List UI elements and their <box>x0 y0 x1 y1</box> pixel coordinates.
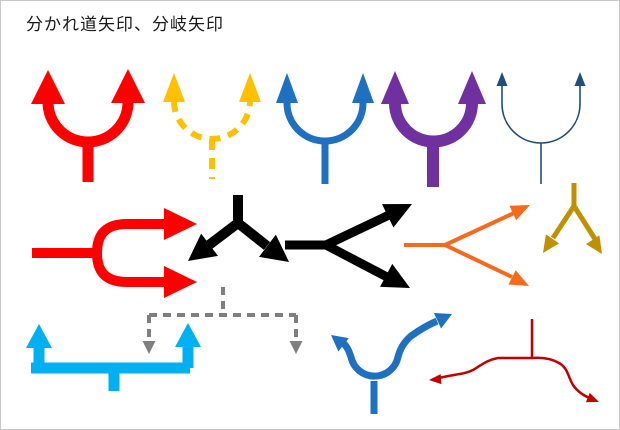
lower-branch <box>323 241 390 281</box>
arrowhead-up-icon <box>574 72 586 86</box>
upper-branch <box>324 210 391 250</box>
arrowhead-downright-icon <box>380 263 410 288</box>
arrowhead-up-icon <box>31 70 65 104</box>
fork-curve <box>501 85 581 144</box>
arrowhead-right-icon <box>164 208 197 240</box>
fork-curve <box>434 356 593 401</box>
arrowhead-up-icon <box>111 69 145 103</box>
arrowhead-downleft-icon <box>188 233 218 261</box>
left-branch <box>550 204 577 240</box>
arrowhead-downright-icon <box>508 270 529 286</box>
right-branch <box>234 219 271 250</box>
upper-branch <box>92 219 165 254</box>
navy-thin-u-fork-arrow <box>496 72 586 184</box>
fork-curve <box>389 102 478 148</box>
arrowhead-downright-icon <box>586 235 602 254</box>
red-u-fork-arrow <box>31 69 145 182</box>
black-y-fork-down-arrow <box>188 195 289 262</box>
arrowhead-up-icon <box>26 324 52 348</box>
upper-branch <box>444 211 515 247</box>
fork-curve <box>339 317 439 380</box>
arrowhead-downleft-icon <box>543 234 560 253</box>
arrowhead-up-icon <box>381 71 409 104</box>
fork-curve <box>42 101 134 148</box>
arrowhead-upleft-icon <box>331 335 349 352</box>
arrowhead-up-icon <box>276 73 298 103</box>
blue-u-fork-arrow <box>276 73 374 184</box>
cyan-t-fork-up-arrow <box>26 323 201 391</box>
fork-curve <box>283 102 367 145</box>
arrowhead-up-icon <box>163 73 185 102</box>
left-branch <box>205 219 242 249</box>
yellow-dashed-u-fork-arrow <box>163 73 261 179</box>
darkred-curved-fork-arrow <box>429 319 599 403</box>
arrowhead-up-icon <box>458 71 486 104</box>
arrowhead-up-icon <box>175 323 201 347</box>
arrowhead-down-icon <box>142 341 156 354</box>
arrowhead-up-icon <box>239 73 261 102</box>
purple-u-fork-arrow <box>381 71 486 187</box>
arrowhead-down-icon <box>289 341 303 354</box>
arrowhead-right-icon <box>586 392 599 403</box>
arrowhead-up-icon <box>496 72 508 86</box>
red-right-fork-arrow <box>32 208 197 298</box>
arrowhead-right-icon <box>164 266 197 298</box>
arrowhead-upright-icon <box>433 313 452 329</box>
fork-curve <box>171 100 253 142</box>
gray-dashed-t-fork-down-arrow <box>142 287 303 354</box>
arrowhead-downright-icon <box>259 234 289 262</box>
arrowhead-up-icon <box>352 73 374 103</box>
arrowhead-left-icon <box>429 374 442 385</box>
blue-curved-fork-up-arrow <box>331 313 452 414</box>
orange-right-fork-arrow <box>404 205 530 286</box>
gold-y-fork-down-arrow <box>543 183 602 254</box>
right-branch <box>571 204 598 241</box>
page-title: 分かれ道矢印、分岐矢印 <box>26 15 224 35</box>
arrowhead-upright-icon <box>509 205 530 221</box>
arrowhead-upright-icon <box>382 204 412 228</box>
lower-branch <box>444 243 513 279</box>
lower-branch <box>92 252 165 287</box>
black-right-fork-arrow <box>285 204 412 288</box>
